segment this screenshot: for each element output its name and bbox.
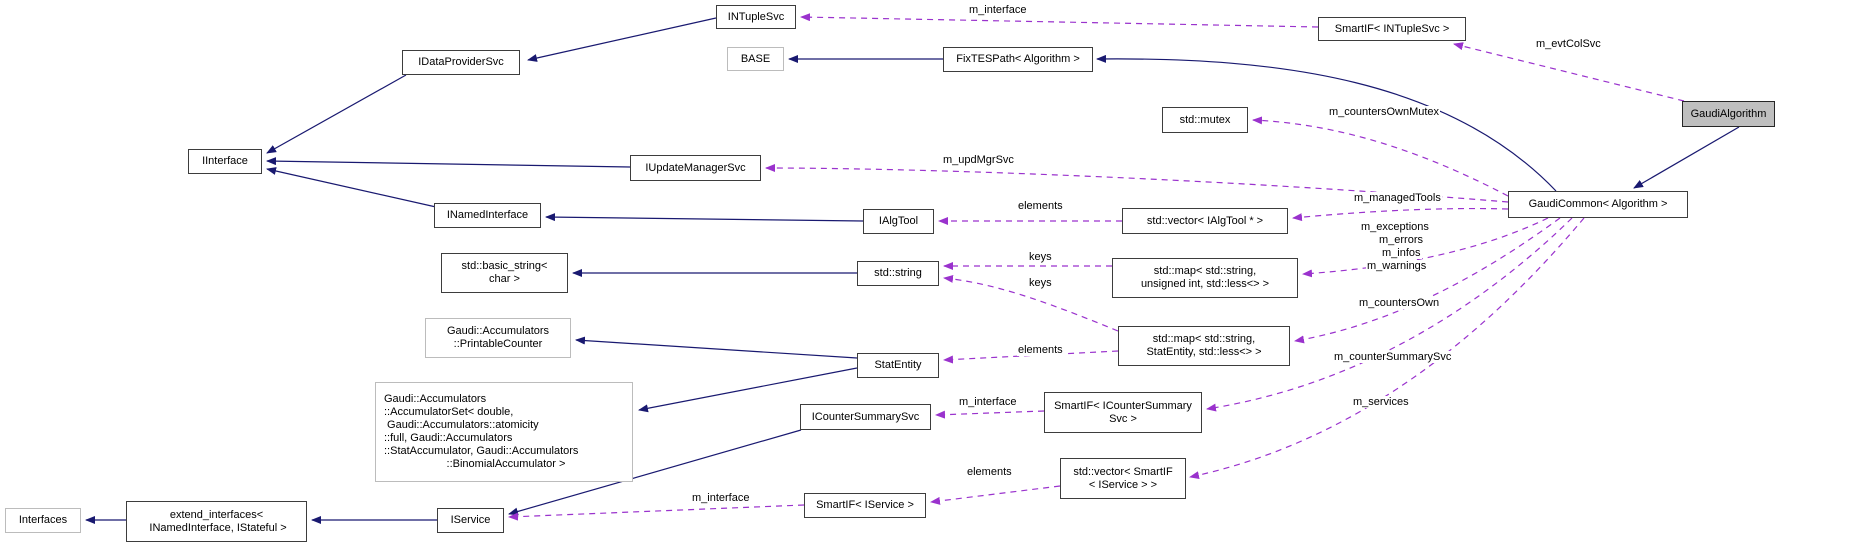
edge-label-m-warnings-9: m_warnings: [1366, 260, 1428, 272]
node-basic-string[interactable]: std::basic_string<char >: [441, 253, 568, 293]
edge-inherit-gaudicommon-fixtespath: [1096, 54, 1557, 192]
node-std-mutex[interactable]: std::mutex: [1162, 107, 1248, 133]
node-fixtespath[interactable]: FixTESPath< Algorithm >: [943, 47, 1093, 72]
node-vector-ialgtool[interactable]: std::vector< IAlgTool * >: [1122, 208, 1288, 234]
edge-label-m-managedtools-4: m_managedTools: [1353, 192, 1442, 204]
edge-inherit-ialgtool-inamedinterface: [545, 213, 864, 222]
edge-label-keys-10: keys: [1028, 251, 1053, 263]
node-extend-interfaces[interactable]: extend_interfaces< INamedInterface, ISta…: [126, 501, 307, 542]
edge-usage-m-evtcolsvc: [1453, 42, 1685, 102]
edge-label-m-countersummarysvc-14: m_counterSummarySvc: [1333, 351, 1453, 363]
edge-inherit-iupdatemanagersvc-iinterface: [266, 157, 631, 168]
edge-label-m-updmgrsvc-3: m_updMgrSvc: [942, 154, 1015, 166]
node-std-string[interactable]: std::string: [857, 261, 939, 286]
node-map-uint[interactable]: std::map< std::string,unsigned int, std:…: [1112, 258, 1298, 298]
edge-inherit-icountersummarysvc-iservice: [508, 429, 802, 516]
node-interfaces: Interfaces: [5, 508, 81, 533]
edge-usage-keys-mapstat-string: [943, 274, 1119, 332]
edge-inherit-intuplesvc-idataprovidersvc: [527, 17, 717, 62]
edge-usage-m-exceptions-errors-infos-warnings: [1302, 217, 1549, 278]
node-ialgtool[interactable]: IAlgTool: [863, 209, 934, 234]
edge-usage-m-interface-iservice: [508, 504, 805, 521]
edge-inherit-idataprovidersvc-iinterface: [266, 74, 407, 154]
node-gaudialgorithm: GaudiAlgorithm: [1682, 101, 1775, 127]
node-statentity[interactable]: StatEntity: [857, 353, 939, 378]
edge-inherit-statentity-accumulatorset: [638, 367, 858, 413]
edge-inherit-statentity-printablecounter: [575, 336, 858, 359]
edge-inherit-gaudialgorithm-gaudicommon: [1633, 126, 1740, 189]
node-printablecounter: Gaudi::Accumulators::PrintableCounter: [425, 318, 571, 358]
node-map-statentity[interactable]: std::map< std::string,StatEntity, std::l…: [1118, 326, 1290, 366]
node-iupdatemanagersvc[interactable]: IUpdateManagerSvc: [630, 155, 761, 181]
edge-label-m-exceptions-6: m_exceptions: [1360, 221, 1430, 233]
edge-inherit-inamedinterface-iinterface: [266, 167, 437, 208]
node-icountersummarysvc[interactable]: ICounterSummarySvc: [800, 404, 931, 430]
node-base: BASE: [727, 47, 784, 71]
edge-label-m-services-16: m_services: [1352, 396, 1410, 408]
edge-usage-m-interface-intuplesvc: [800, 13, 1319, 28]
node-intuplesvc[interactable]: INTupleSvc: [716, 5, 796, 29]
edge-label-m-infos-8: m_infos: [1381, 247, 1422, 259]
edge-label-keys-11: keys: [1028, 277, 1053, 289]
node-smartif-iservice[interactable]: SmartIF< IService >: [804, 493, 926, 518]
edge-label-elements-13: elements: [1017, 344, 1064, 356]
node-gaudicommon[interactable]: GaudiCommon< Algorithm >: [1508, 191, 1688, 218]
edge-usage-elements-statentity: [943, 350, 1119, 364]
edge-usage-elements-smartif-iservice: [930, 485, 1061, 505]
node-idataprovidersvc[interactable]: IDataProviderSvc: [402, 50, 520, 75]
edge-usage-m-updmgrsvc: [765, 164, 1509, 203]
node-iservice[interactable]: IService: [437, 508, 504, 533]
edge-label-elements-5: elements: [1017, 200, 1064, 212]
node-inamedinterface[interactable]: INamedInterface: [434, 203, 541, 228]
edge-usage-m-countersownmutex: [1252, 116, 1509, 197]
edge-label-m-interface-15: m_interface: [958, 396, 1018, 408]
edge-usage-m-managedtools: [1292, 207, 1509, 222]
edge-label-m-countersownmutex-2: m_countersOwnMutex: [1328, 106, 1441, 118]
node-smartif-intuplesvc[interactable]: SmartIF< INTupleSvc >: [1318, 17, 1466, 41]
edge-usage-m-interface-icountersummarysvc: [935, 410, 1045, 419]
edge-label-m-countersown-12: m_countersOwn: [1358, 297, 1441, 309]
edge-label-m-evtcolsvc-1: m_evtColSvc: [1535, 38, 1602, 50]
edge-label-elements-17: elements: [966, 466, 1013, 478]
edge-label-m-interface-0: m_interface: [968, 4, 1028, 16]
node-vector-smartif-iservice[interactable]: std::vector< SmartIF< IService > >: [1060, 458, 1186, 499]
node-accumulatorset: Gaudi::Accumulators::AccumulatorSet< dou…: [375, 382, 633, 482]
edge-label-m-errors-7: m_errors: [1378, 234, 1425, 246]
edge-usage-m-countersown: [1294, 217, 1561, 344]
edge-label-m-interface-18: m_interface: [691, 492, 751, 504]
node-iinterface[interactable]: IInterface: [188, 149, 262, 174]
edge-usage-m-countersummarysvc: [1206, 217, 1573, 412]
